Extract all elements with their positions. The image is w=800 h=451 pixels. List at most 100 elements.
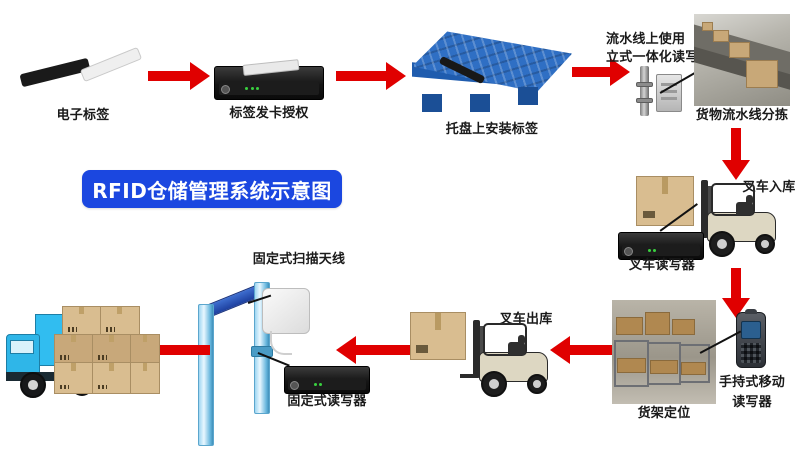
conveyor-box — [745, 60, 779, 88]
label-tag-issuing: 标签发卡授权 — [229, 106, 309, 121]
forklift-mast — [700, 180, 709, 238]
box-tape — [116, 307, 123, 315]
arrow-head — [190, 62, 210, 90]
forklift-wheel — [754, 234, 775, 254]
reader-slot — [660, 97, 678, 101]
stack-box — [130, 334, 160, 364]
box-barcode — [97, 384, 108, 390]
truck-wheel — [19, 372, 46, 398]
forklift-reader-device-icon — [618, 232, 704, 260]
stack-box — [92, 334, 132, 364]
forklift-seat — [508, 335, 525, 355]
label-fixed-reader: 固定式读写器 — [287, 394, 367, 409]
pole-clamp-icon — [636, 82, 653, 87]
label-pallet-tagging: 托盘上安装标签 — [445, 122, 539, 137]
box-tape — [142, 363, 147, 371]
box-barcode — [59, 384, 70, 390]
arrow-head — [386, 62, 406, 90]
forklift-wheel — [481, 370, 508, 397]
arrow-pallet-to-line-reader — [572, 58, 630, 86]
page-title: RFID仓储管理系统示意图 — [82, 170, 342, 208]
handheld-reader-icon — [736, 308, 766, 368]
box-tape — [142, 335, 147, 343]
box-tape — [70, 363, 77, 371]
label-handheld-reader-2: 读写器 — [732, 395, 772, 410]
reader-slot — [660, 90, 678, 94]
box-tape — [78, 307, 85, 315]
photo-conveyor-line — [694, 14, 790, 106]
forklift-carried-box — [636, 176, 694, 226]
node-forklift-inbound — [680, 178, 784, 258]
fixed-scanning-antenna-icon — [262, 288, 310, 356]
arrow-head — [336, 336, 356, 364]
label-line-reader-1: 流水线上使用 — [606, 32, 686, 47]
box-tape — [108, 335, 115, 343]
blank-card-icon — [242, 58, 300, 76]
pallet-foot — [469, 94, 491, 113]
forklift-wheel — [709, 230, 736, 257]
device-led — [250, 86, 254, 90]
stack-box — [100, 306, 140, 336]
vertical-reader-box-icon — [656, 74, 682, 112]
device-knob — [624, 247, 634, 257]
gate-leg-left — [198, 304, 214, 446]
truck-chassis — [6, 372, 101, 381]
stack-box — [92, 362, 132, 394]
arrow-head — [550, 336, 570, 364]
shelf-crate — [645, 312, 671, 336]
box-barcode — [105, 327, 116, 332]
stack-box — [130, 362, 160, 394]
stack-box — [54, 334, 94, 364]
device-knob — [221, 84, 231, 94]
device-led — [652, 249, 656, 253]
shelf-rack — [678, 343, 710, 384]
photo-warehouse-shelf — [612, 300, 716, 404]
shelf-crate — [672, 318, 696, 336]
conveyor-box — [728, 41, 750, 59]
device-led — [245, 86, 249, 90]
node-forklift-outbound — [452, 318, 556, 398]
label-fixed-antenna: 固定式扫描天线 — [252, 252, 346, 267]
pallet-foot — [421, 94, 443, 113]
forklift-cab — [483, 322, 527, 357]
conveyor-box — [713, 29, 729, 42]
label-handheld-reader-1: 手持式移动 — [718, 375, 785, 390]
device-knob — [290, 381, 300, 391]
conveyor-box — [701, 22, 714, 32]
device-led — [313, 383, 317, 387]
box-tape — [108, 363, 115, 371]
forklift-mast — [472, 320, 481, 378]
device-front-panel — [219, 82, 319, 96]
arrow-shaft — [566, 345, 612, 355]
node-box-stack — [54, 306, 160, 402]
arrow-shaft — [731, 268, 741, 302]
fixed-reader-device-icon — [284, 366, 370, 394]
arrow-shaft — [156, 345, 210, 355]
label-conveyor-sorting: 货物流水线分拣 — [695, 108, 789, 123]
truck-window — [10, 339, 34, 355]
pda-keypad — [740, 342, 762, 363]
device-led — [318, 383, 322, 387]
mounting-pole-icon — [640, 66, 649, 116]
device-led — [647, 249, 651, 253]
box-tape — [661, 177, 669, 195]
box-label — [642, 210, 655, 219]
page-title-text: RFID仓储管理系统示意图 — [92, 178, 332, 203]
device-front-panel — [622, 245, 700, 256]
label-forklift-reader: 叉车读写器 — [628, 258, 695, 273]
box-barcode — [67, 327, 78, 332]
arrow-tag-to-issuer — [148, 62, 210, 90]
node-rfid-gate-portal — [196, 282, 280, 446]
pda-antenna-top — [744, 308, 758, 315]
node-electronic-tag — [18, 46, 148, 97]
node-vertical-integrated-reader — [634, 66, 696, 116]
arrow-shaft — [731, 128, 741, 164]
pda-screen — [740, 320, 762, 339]
forklift-outbound-box — [410, 312, 466, 360]
box-barcode — [97, 355, 108, 360]
box-tape — [70, 335, 77, 343]
shelf-crate — [650, 360, 678, 374]
forklift-wheel — [526, 374, 547, 394]
node-pallet-with-tag — [412, 26, 572, 118]
